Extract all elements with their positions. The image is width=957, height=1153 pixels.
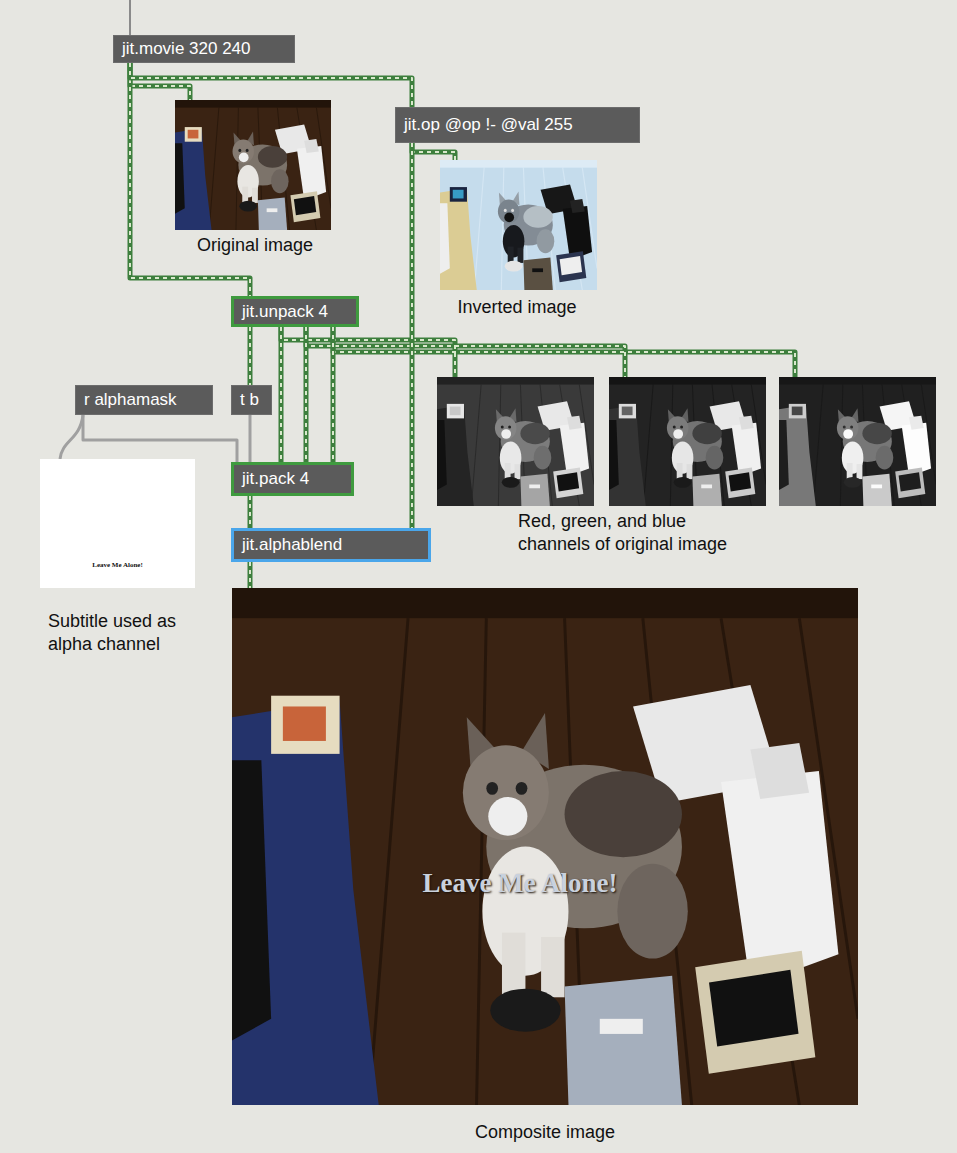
object-box: jit.alphablend: [231, 528, 431, 562]
object-text: t b: [240, 390, 259, 410]
cord-line: [410, 143, 415, 528]
object-text: jit.op @op !- @val 255: [404, 115, 573, 135]
object-box: r alphamask: [75, 385, 213, 415]
cord-stripe: [411, 143, 413, 528]
matrix-patch-cord: [412, 143, 413, 528]
cord-line: [249, 415, 252, 462]
cord-line: [331, 327, 336, 462]
cord-line: [279, 327, 284, 462]
cord-stripe: [280, 327, 282, 462]
matrix-patch-cord: [306, 327, 307, 462]
object-text: r alphamask: [84, 390, 177, 410]
cord-stripe: [130, 63, 412, 107]
object-box: jit.unpack 4: [231, 296, 359, 327]
caption: Composite image: [232, 1121, 858, 1144]
matrix-patch-cord: [333, 327, 334, 462]
cord-line: [130, 63, 412, 107]
object-box: t b: [231, 385, 272, 415]
cord-stripe: [249, 327, 251, 385]
cord-line: [248, 496, 253, 528]
subtitle-text: Leave Me Alone!: [390, 866, 650, 901]
cord-stripe: [130, 63, 250, 296]
message-patch-cord: [250, 415, 251, 462]
caption: Inverted image: [432, 296, 602, 319]
object-text: jit.movie 320 240: [122, 39, 251, 59]
caption: Subtitle used as alpha channel: [48, 610, 220, 657]
cord-stripe: [305, 327, 307, 462]
matrix-patch-cord: [130, 63, 412, 107]
object-text: jit.pack 4: [242, 469, 309, 489]
cord-line: [248, 327, 253, 385]
object-box: jit.op @op !- @val 255: [395, 107, 640, 143]
object-text: jit.unpack 4: [242, 302, 328, 322]
matrix-patch-cord: [250, 496, 251, 528]
cord-line: [130, 63, 250, 296]
cord-line: [304, 327, 309, 462]
matrix-patch-cord: [281, 327, 282, 462]
object-text: jit.alphablend: [242, 535, 342, 555]
cord-stripe: [249, 496, 251, 528]
matrix-patch-cord: [130, 63, 250, 296]
subtitle-text: Leave Me Alone!: [40, 562, 195, 570]
cord-line: [83, 415, 237, 462]
cord-stripe: [332, 327, 334, 462]
caption: Red, green, and blue channels of origina…: [518, 510, 753, 557]
object-box: jit.movie 320 240: [113, 35, 295, 63]
caption: Original image: [175, 234, 335, 257]
message-patch-cord: [83, 415, 237, 462]
matrix-patch-cord: [250, 327, 251, 385]
object-box: jit.pack 4: [231, 462, 354, 496]
